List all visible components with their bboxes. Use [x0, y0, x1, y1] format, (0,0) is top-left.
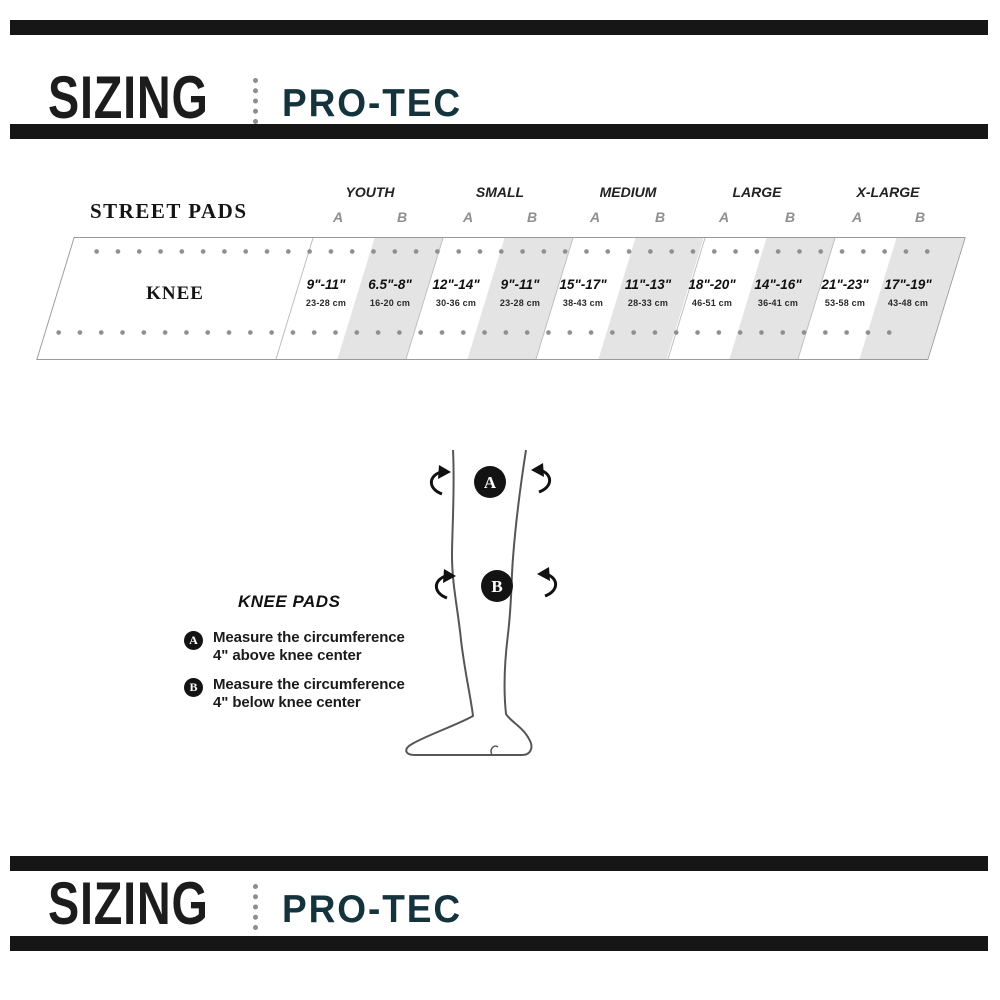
size-header-medium: MEDIUM — [599, 184, 657, 200]
value-youth-a-cm: 23-28 cm — [305, 298, 347, 308]
arrow-b-left — [434, 574, 448, 600]
value-small-a-cm: 30-36 cm — [435, 298, 477, 308]
col-b-label: B — [654, 209, 666, 225]
legend-badge-a: A — [184, 631, 203, 650]
value-medium-a-cm: 38-43 cm — [562, 298, 604, 308]
legend-a-line1: Measure the circumference — [213, 629, 405, 646]
value-xlarge-b-in: 17"-19" — [884, 277, 932, 292]
table-title: STREET PADS — [90, 199, 248, 223]
legend-badge-b: B — [184, 678, 203, 697]
page-title: SIZING — [48, 64, 209, 131]
header-bottom-rule — [10, 124, 988, 139]
size-header-small: SMALL — [475, 184, 525, 200]
value-xlarge-b-cm: 43-48 cm — [887, 298, 929, 308]
arrow-a-right-head — [531, 463, 544, 477]
value-xlarge-a-cm: 53-58 cm — [824, 298, 866, 308]
value-medium-b-cm: 28-33 cm — [627, 298, 669, 308]
value-large-b-in: 14"-16" — [754, 277, 802, 292]
col-b-label: B — [526, 209, 538, 225]
col-a-label: A — [589, 209, 601, 225]
size-header-youth: YOUTH — [345, 184, 395, 200]
footer-dotted-separator — [253, 884, 258, 930]
col-b-label: B — [914, 209, 926, 225]
diagram-title: KNEE PADS — [238, 592, 341, 611]
value-small-b-in: 9"-11" — [500, 277, 540, 292]
legend-b-line2: 4" below knee center — [213, 694, 361, 711]
footer-title: SIZING — [48, 870, 209, 937]
col-a-label: A — [332, 209, 344, 225]
footer-bottom-rule — [10, 936, 988, 951]
brand-logo: PRO-TEC — [282, 82, 463, 125]
size-header-xlarge: X-LARGE — [856, 184, 920, 200]
dot-row-top — [86, 247, 942, 256]
arrow-a-left-head — [438, 465, 451, 479]
arrow-b-left-head — [443, 569, 456, 583]
dotted-separator — [253, 78, 258, 124]
col-b-label: B — [784, 209, 796, 225]
footer-top-rule — [10, 856, 988, 871]
top-rule — [10, 20, 988, 35]
value-medium-a-in: 15"-17" — [559, 277, 607, 292]
dot-row-bottom — [48, 328, 904, 337]
value-large-a-in: 18"-20" — [688, 277, 736, 292]
value-small-a-in: 12"-14" — [432, 277, 480, 292]
badge-a-letter: A — [484, 473, 497, 492]
value-youth-b-in: 6.5"-8" — [368, 277, 412, 292]
badge-b-letter: B — [491, 577, 502, 596]
leg-outline — [405, 449, 533, 756]
col-a-label: A — [718, 209, 730, 225]
value-youth-a-in: 9"-11" — [306, 277, 346, 292]
footer-brand-logo: PRO-TEC — [282, 888, 463, 931]
value-small-b-cm: 23-28 cm — [499, 298, 541, 308]
leg-diagram: A B — [405, 449, 558, 756]
row-label-knee: KNEE — [146, 283, 204, 304]
arrow-b-right-head — [537, 567, 550, 581]
col-a-label: A — [462, 209, 474, 225]
toe-detail — [490, 745, 499, 756]
col-b-label: B — [396, 209, 408, 225]
value-large-b-cm: 36-41 cm — [757, 298, 799, 308]
legend-b-line1: Measure the circumference — [213, 676, 405, 693]
badge-b-circle — [481, 570, 513, 602]
value-youth-b-cm: 16-20 cm — [369, 298, 411, 308]
value-medium-b-in: 11"-13" — [624, 277, 672, 292]
col-a-label: A — [851, 209, 863, 225]
value-large-a-cm: 46-51 cm — [691, 298, 733, 308]
size-header-large: LARGE — [732, 184, 782, 200]
arrow-a-left — [429, 470, 443, 496]
legend-a-line2: 4" above knee center — [213, 647, 362, 664]
value-xlarge-a-in: 21"-23" — [821, 277, 869, 292]
badge-a-circle — [474, 466, 506, 498]
